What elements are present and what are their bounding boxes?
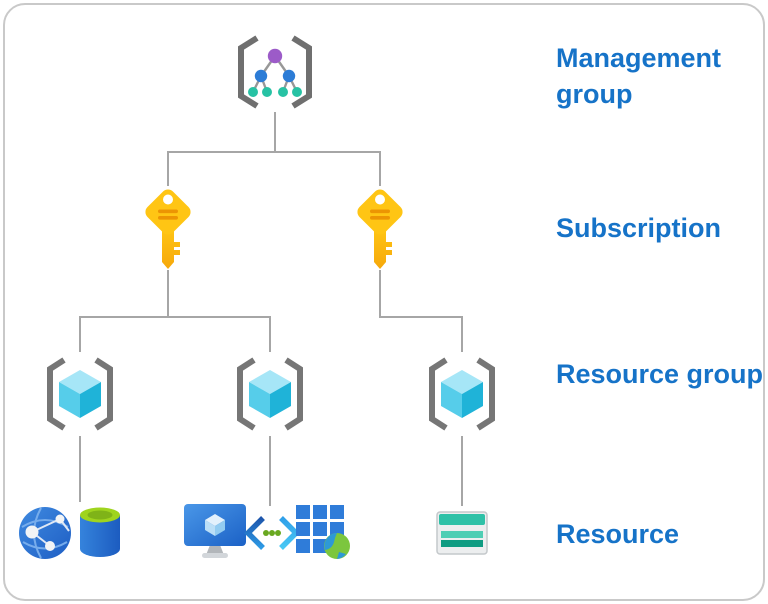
resource-label: Resource [556, 519, 680, 549]
management-group-label: Management group [556, 43, 722, 109]
subscription-key-icon [357, 189, 403, 269]
resource-group-icon [47, 357, 113, 431]
right-bracket-icon [291, 35, 312, 109]
subscription-key-icon [145, 189, 191, 269]
code-icon [244, 516, 300, 550]
globe-network-icon [19, 507, 71, 559]
database-icon [80, 507, 120, 557]
left-bracket-icon [238, 35, 259, 109]
app-grid-globe-icon [296, 505, 350, 559]
subscription-label: Subscription [556, 213, 722, 243]
management-group-icon [238, 35, 312, 109]
resource-group-icon [429, 357, 495, 431]
left-bracket-icon [47, 357, 66, 431]
resource-group-label: Resource group [556, 359, 764, 389]
virtual-machine-icon [184, 504, 246, 558]
diagram-card [3, 3, 765, 601]
right-bracket-icon [94, 357, 113, 431]
table-storage-icon [436, 511, 488, 555]
resource-group-icon [237, 357, 303, 431]
